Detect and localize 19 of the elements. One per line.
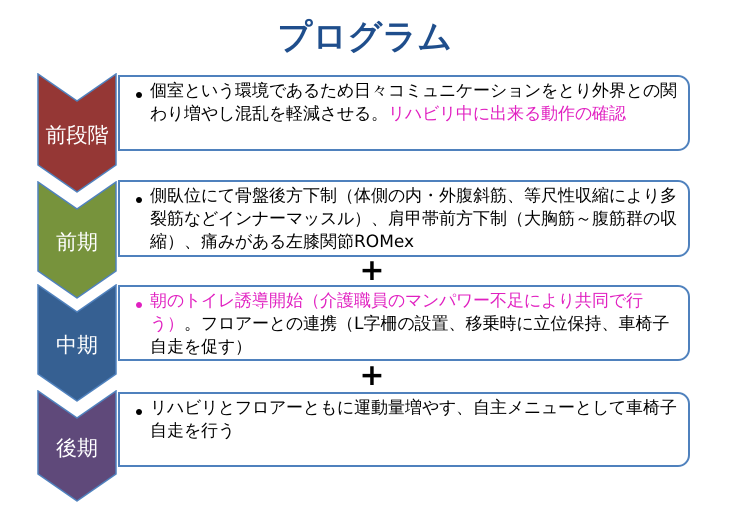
chevron-label bbox=[37, 284, 117, 402]
description-text: 個室という環境であるため日々コミュニケーションをとり外界との関わり増やし混乱を軽減させる。リハビリ中に出来る動作の確認 bbox=[150, 80, 678, 126]
plus-sign: + bbox=[358, 364, 386, 388]
text-panel bbox=[118, 285, 690, 361]
phase-label: 前段階 bbox=[44, 122, 110, 149]
title: プログラム bbox=[276, 16, 454, 59]
plus-sign: + bbox=[358, 259, 386, 283]
chevron-label bbox=[37, 73, 117, 193]
text-panel bbox=[118, 180, 690, 257]
text-panel bbox=[118, 392, 690, 467]
description-text: リハビリとフロアーともに運動量増やす、自主メニューとして車椅子自走を行う bbox=[150, 397, 678, 443]
text-panel bbox=[118, 75, 690, 151]
phase-label: 前期 bbox=[55, 229, 99, 256]
chevron-label bbox=[37, 181, 117, 299]
chevron-label bbox=[37, 390, 117, 502]
phase-label: 後期 bbox=[55, 435, 99, 462]
description-text: 朝のトイレ誘導開始（介護職員のマンパワー不足により共同で行う）。フロアーとの連携（L字柵の設置、移乗時に立位保持、車椅子自走を促す） bbox=[150, 290, 670, 359]
description-text: 側臥位にて骨盤後方下制（体側の内・外腹斜筋、等尺性収縮により多裂筋などインナーマッスル）、肩甲帯前方下制（大胸筋～腹筋群の収縮）、痛みがある左膝関節ROMex bbox=[150, 185, 678, 254]
phase-label: 中期 bbox=[55, 332, 99, 359]
